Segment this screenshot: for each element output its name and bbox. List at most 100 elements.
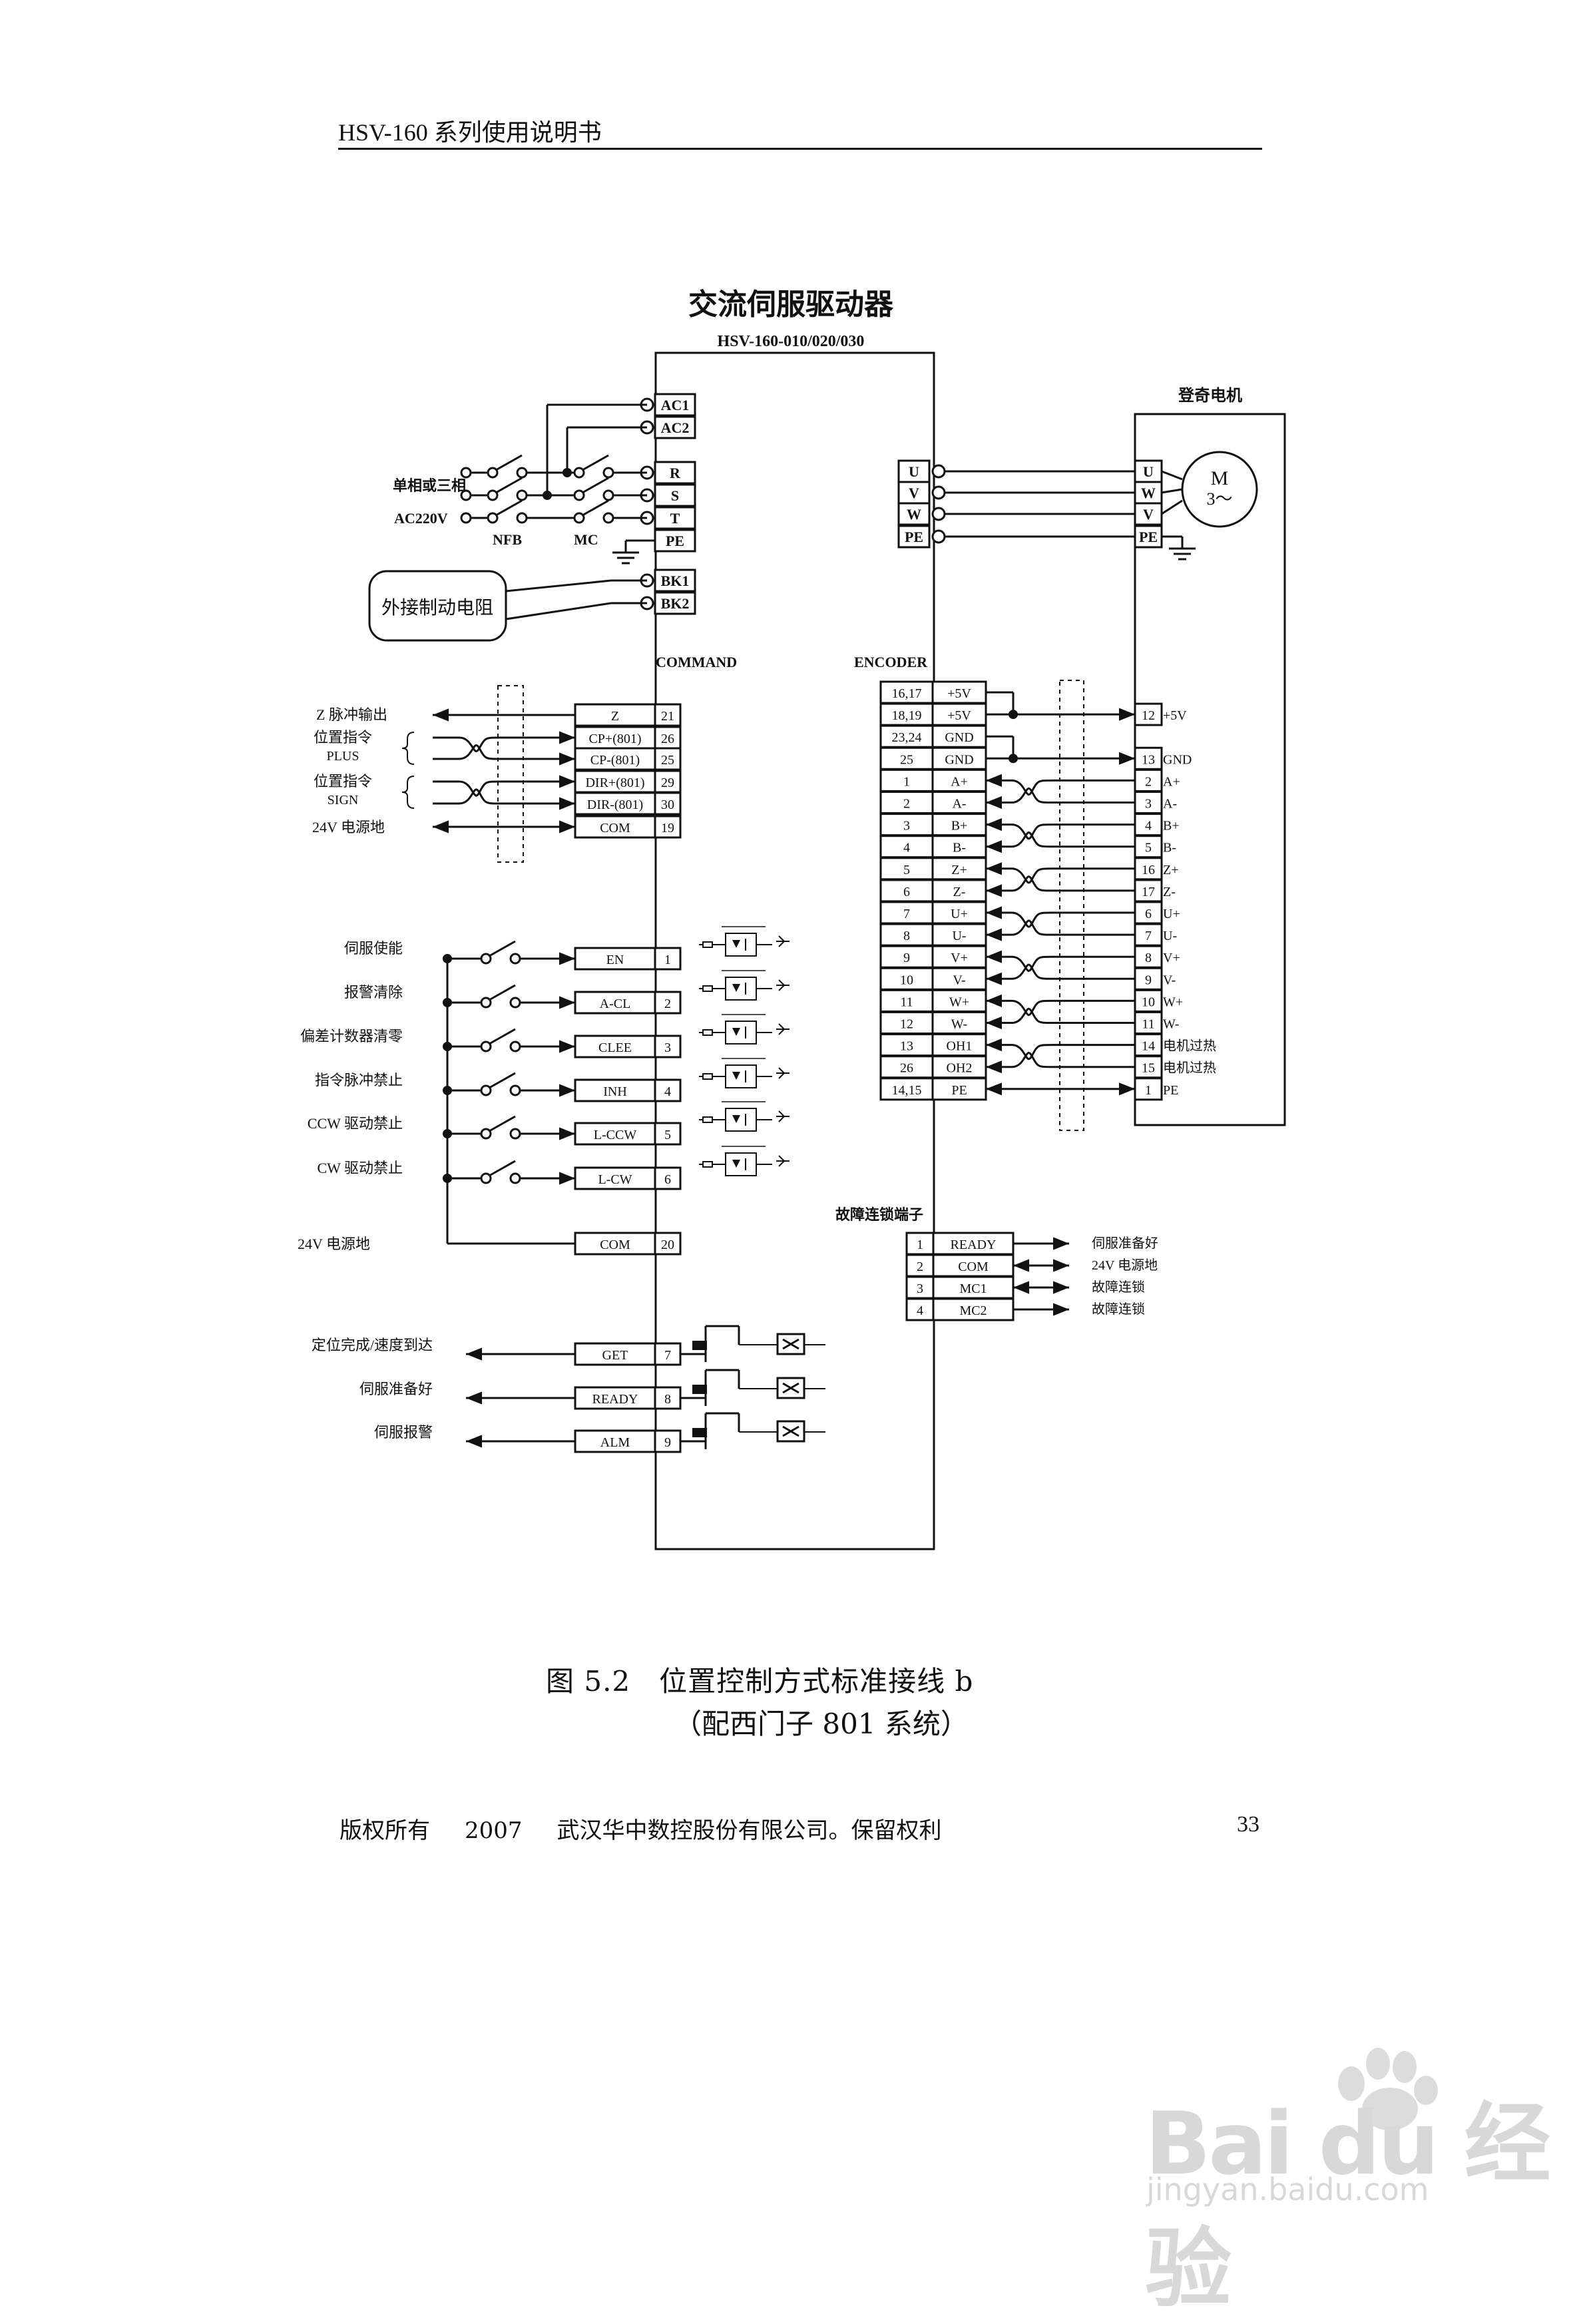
enc-arrow [986,906,1002,919]
motor-encoder-pin: 7 [1145,929,1152,943]
input-optocoupler-icon [699,1146,790,1176]
encoder-pin: 4 [903,841,910,855]
encoder-twisted-pair [1011,779,1052,804]
command-signal: COM [600,821,630,835]
twist-strand [1011,787,1052,804]
com-arrow-right [559,820,575,833]
encoder-pin-box [879,901,934,925]
nfb-label: NFB [493,531,522,548]
fault-pin: 1 [917,1238,923,1252]
motor-encoder-pin: 4 [1145,819,1152,833]
command-row-Z [574,703,656,727]
opto-arrow [778,1110,786,1122]
opto-body [725,1021,757,1045]
switch-pin [509,1041,521,1052]
motor-encoder-pin: 1 [1145,1083,1152,1098]
brake-lead [505,602,612,620]
terminal-label: W [907,506,921,523]
output-signal: GET [602,1348,628,1363]
enc-arrow [986,774,1002,787]
encoder-pin-box [879,1077,934,1101]
fault-signal: MC2 [959,1303,987,1318]
input-pin: 1 [664,953,671,967]
output-label-3: 伺服报警 [374,1424,433,1441]
output-pin: 8 [664,1392,671,1407]
command-pin: 30 [661,798,674,812]
terminal-screw [931,485,946,500]
motor-terminal-U [1134,459,1163,483]
motor-encoder-signal: W+ [1163,995,1183,1009]
motor-encoder-pin-box [1134,746,1163,770]
encoder-pin: 6 [903,885,910,899]
terminal-label: U [909,463,919,480]
encoder-twisted-pair [1011,1044,1052,1068]
terminal-T [654,506,696,530]
input-com-label: 24V 电源地 [298,1236,370,1252]
enc-arrow [986,862,1002,875]
terminal-label: PE [1139,529,1158,545]
input-label-4: 指令脉冲禁止 [315,1072,403,1088]
fault-row-MC1 [932,1276,1015,1299]
encoder-pin: 5 [903,863,910,877]
terminal-AC2 [654,415,696,439]
enc-arrow [986,818,1002,831]
switch-pin [487,467,499,479]
output-row-READY [574,1386,656,1410]
motor-encoder-signal: +5V [1163,708,1187,723]
brake-resistor-label: 外接制动电阻 [381,597,493,618]
input-pin: 3 [664,1041,671,1055]
terminal-screw [931,507,946,521]
encoder-signal: GND [945,752,973,767]
terminal-AC1 [654,393,696,417]
sign-label-1: 位置指令 [314,773,372,790]
encoder-signal: B+ [951,819,968,833]
encoder-pin-box [879,680,934,704]
nfb-contact [487,454,528,479]
input-row-INH [574,1078,656,1102]
sign-arrow [559,797,575,810]
nfb-contact [487,477,528,501]
encoder-pin-box [879,835,934,859]
switch-blade [495,499,523,517]
encoder-pin-box [879,791,934,814]
z-arrow [433,708,449,722]
mc-contact [573,477,614,501]
motor-encoder-pin: 6 [1145,907,1152,921]
input-arrow [559,1127,575,1140]
motor-encoder-signal: W- [1163,1017,1179,1032]
input-label-1: 伺服使能 [344,940,403,957]
input-pin-box [654,991,682,1015]
input-pin-box [654,947,682,971]
opto-led [732,940,740,948]
fault-pin-box [905,1232,935,1256]
command-pin: 26 [661,732,674,746]
motor-encoder-pin-box [1134,835,1163,859]
fault-pin: 4 [917,1303,923,1318]
motor-encoder-pin: 13 [1142,752,1155,767]
encoder-title: ENCODER [854,654,928,670]
baidu-paw-logo [1338,2048,1438,2130]
twist-strand [459,744,500,760]
switch-pin [516,489,528,501]
fault-title: 故障连锁端子 [835,1206,923,1223]
fault-label-1: 伺服准备好 [1092,1236,1158,1251]
command-pin-box [654,792,682,815]
output-arrow [466,1391,482,1405]
opto-arrow [778,1155,786,1167]
command-pin-box [654,726,682,750]
command-pin-box [654,703,682,727]
switch-pin [509,997,521,1009]
sign-twisted-pair [459,780,500,805]
output-opto-mark [782,1382,799,1394]
terminal-label: PE [905,529,923,545]
opto-body [725,977,757,1001]
encoder-signal: GND [945,730,973,745]
switch-pin [509,1128,521,1140]
terminal-BK1 [654,569,696,592]
terminal-label: V [909,485,919,501]
switch-blade [582,454,609,471]
sign-brace [401,776,415,809]
terminal-BK2 [654,591,696,615]
input-optocoupler-icon [699,1014,790,1045]
